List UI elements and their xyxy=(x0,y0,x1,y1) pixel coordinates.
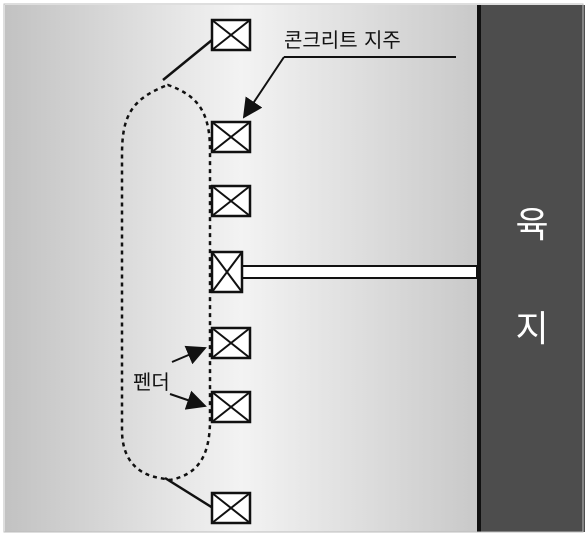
fender-label: 펜더 xyxy=(133,370,170,394)
pillar-6 xyxy=(210,390,252,424)
pillar-3 xyxy=(210,184,252,218)
land-label-char-1: 육 xyxy=(515,205,548,246)
pillar-5 xyxy=(210,326,252,360)
mooring-line-top xyxy=(162,39,213,81)
pillar-1 xyxy=(210,18,252,52)
frame xyxy=(3,3,584,533)
fender-arrow-lower xyxy=(169,390,207,410)
pillar-2 xyxy=(210,120,252,154)
pillar-7 xyxy=(210,491,252,525)
concrete-pillar-label: 콘크리트 지주 xyxy=(284,28,401,52)
land-label-char-2: 지 xyxy=(515,309,548,350)
mooring-line-bottom xyxy=(164,476,214,510)
gangway xyxy=(241,265,478,279)
concrete-pillar-arrow xyxy=(242,56,285,119)
fender-arrow-upper xyxy=(171,345,207,365)
land-area xyxy=(477,5,585,532)
pillar-4-gangway-anchor xyxy=(210,250,244,294)
